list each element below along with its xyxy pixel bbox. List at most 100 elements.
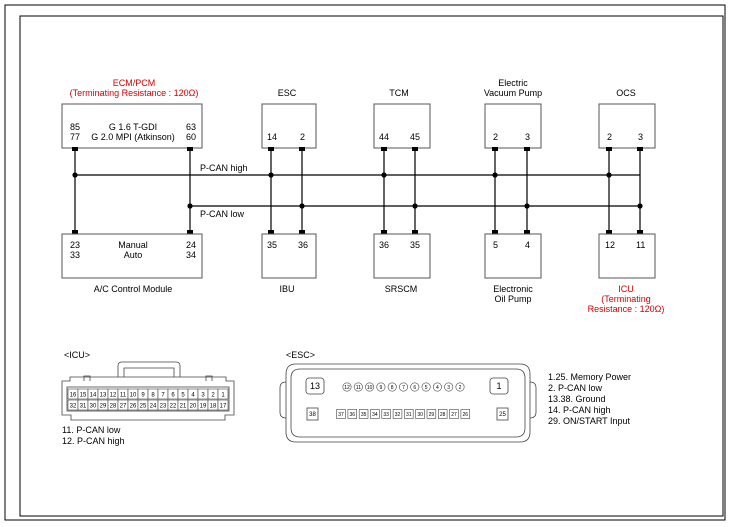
- p-can-low-label: P-CAN low: [200, 209, 245, 219]
- icu-pin-number: 13: [100, 393, 107, 399]
- esc-pin: [370, 409, 380, 419]
- esc-pin: [449, 409, 459, 419]
- esc-big-terminal-13: [305, 377, 325, 395]
- icu-pin-number: 22: [170, 404, 177, 410]
- esc-pin-number: 27: [451, 412, 457, 418]
- esc-big-terminal-13-label: 13: [310, 381, 320, 391]
- tcm-module: [373, 103, 431, 149]
- ocs-pin-3: 3: [638, 132, 643, 142]
- esc-pin-number: 3: [447, 385, 450, 391]
- srscm-module: [373, 233, 431, 279]
- esc-pin: [342, 382, 352, 392]
- esc-pin: [376, 382, 386, 392]
- evp-terminal-2: [492, 147, 498, 151]
- icu-pin-number: 21: [180, 404, 187, 410]
- evp-terminal-3: [524, 147, 530, 151]
- tcm-terminal-44: [381, 147, 387, 151]
- esc-big-terminal-25-label: 25: [499, 412, 506, 418]
- eop-terminal-4: [524, 230, 530, 234]
- icu-connector-title: <ICU>: [64, 350, 90, 360]
- srscm-terminal-35: [412, 230, 418, 234]
- ocs-terminal-3: [637, 147, 643, 151]
- esc-connector-housing-outer: [285, 363, 531, 443]
- esc-pin-number: 26: [463, 412, 469, 418]
- icu-pin-number: 23: [160, 404, 167, 410]
- icu-pin-number: 25: [140, 404, 147, 410]
- ocs-pin-2: 2: [607, 132, 612, 142]
- icu-connector-cavity: [66, 386, 230, 412]
- ocs-terminal-2: [606, 147, 612, 151]
- esc-pin: [415, 409, 425, 419]
- icu-pin-number: 26: [130, 404, 137, 410]
- esc-pin-number: 35: [361, 412, 367, 418]
- esc-pin-number: 37: [338, 412, 344, 418]
- icu-pin-number: 8: [151, 393, 155, 399]
- esc-connector-title: <ESC>: [286, 350, 315, 360]
- ecm-subtitle: (Terminating Resistance : 120Ω): [70, 88, 199, 98]
- acm-pin-24: 24: [186, 240, 196, 250]
- esc-pin-number: 5: [425, 385, 428, 391]
- esc-big-terminal-38: [306, 407, 319, 421]
- junction-dot: [187, 203, 193, 209]
- icu-pin-11: 11: [636, 240, 645, 250]
- esc-legend-2: 2. P-CAN low: [548, 383, 603, 393]
- icu-pin-number: 3: [201, 393, 205, 399]
- evp-pin-2: 2: [493, 132, 498, 142]
- junction-dots: [72, 172, 643, 209]
- ocs-module: [598, 103, 656, 149]
- esc-pin: [398, 382, 408, 392]
- esc-pin-number: 2: [459, 385, 462, 391]
- eop-module: [484, 233, 542, 279]
- esc-pin-number: 29: [429, 412, 435, 418]
- esc-pin: [421, 382, 431, 392]
- esc-pin-number: 31: [406, 412, 412, 418]
- esc-legend-4: 14. P-CAN high: [548, 405, 611, 415]
- icu-connector-tabs: [83, 375, 213, 381]
- acm-pin-34: 34: [186, 250, 196, 260]
- esc-pin: [358, 409, 369, 419]
- esc-pin-number: 33: [383, 412, 389, 418]
- icu-label-line2: (Terminating: [601, 294, 651, 304]
- junction-dot: [299, 203, 305, 209]
- ibu-terminal-35: [268, 230, 274, 234]
- acm-row1: Manual: [118, 240, 148, 250]
- junction-dot: [492, 172, 498, 178]
- esc-pin: [444, 382, 454, 392]
- acm-pin-33: 33: [70, 250, 80, 260]
- frame-outer: [4, 4, 726, 521]
- icu-pin-number: 30: [90, 404, 97, 410]
- acm-terminal-24: [187, 230, 193, 234]
- acm-row2: Auto: [124, 250, 143, 260]
- esc-pin: [460, 409, 470, 419]
- junction-dot: [381, 172, 387, 178]
- eop-label-line1: Electronic: [493, 284, 533, 294]
- icu-label-line1: ICU: [618, 284, 634, 294]
- esc-title: ESC: [278, 88, 297, 98]
- icu-pin-number: 9: [141, 393, 145, 399]
- esc-pin: [347, 409, 357, 419]
- esc-pin: [381, 409, 391, 419]
- icu-pin-number: 12: [110, 393, 117, 399]
- esc-legend-5: 29. ON/START Input: [548, 416, 631, 426]
- esc-pin-number: 28: [440, 412, 446, 418]
- icu-pin-number: 1: [221, 393, 225, 399]
- esc-pin-number: 32: [395, 412, 401, 418]
- eop-pin-5: 5: [493, 240, 498, 250]
- icu-terminal-12: [606, 230, 612, 234]
- srscm-pin-36: 36: [379, 240, 389, 250]
- srscm-terminal-36: [381, 230, 387, 234]
- acm-module: [61, 233, 203, 279]
- ecm-pin-85: 85: [70, 122, 80, 132]
- esc-pin: [404, 409, 414, 419]
- esc-pin-number: 6: [413, 385, 416, 391]
- ecm-pin-63: 63: [186, 122, 196, 132]
- esc-connector-ear-right: [529, 381, 537, 419]
- esc-pin-number: 34: [372, 412, 378, 418]
- esc-legend-1: 1.25. Memory Power: [548, 372, 631, 382]
- ecm-module: [61, 103, 203, 149]
